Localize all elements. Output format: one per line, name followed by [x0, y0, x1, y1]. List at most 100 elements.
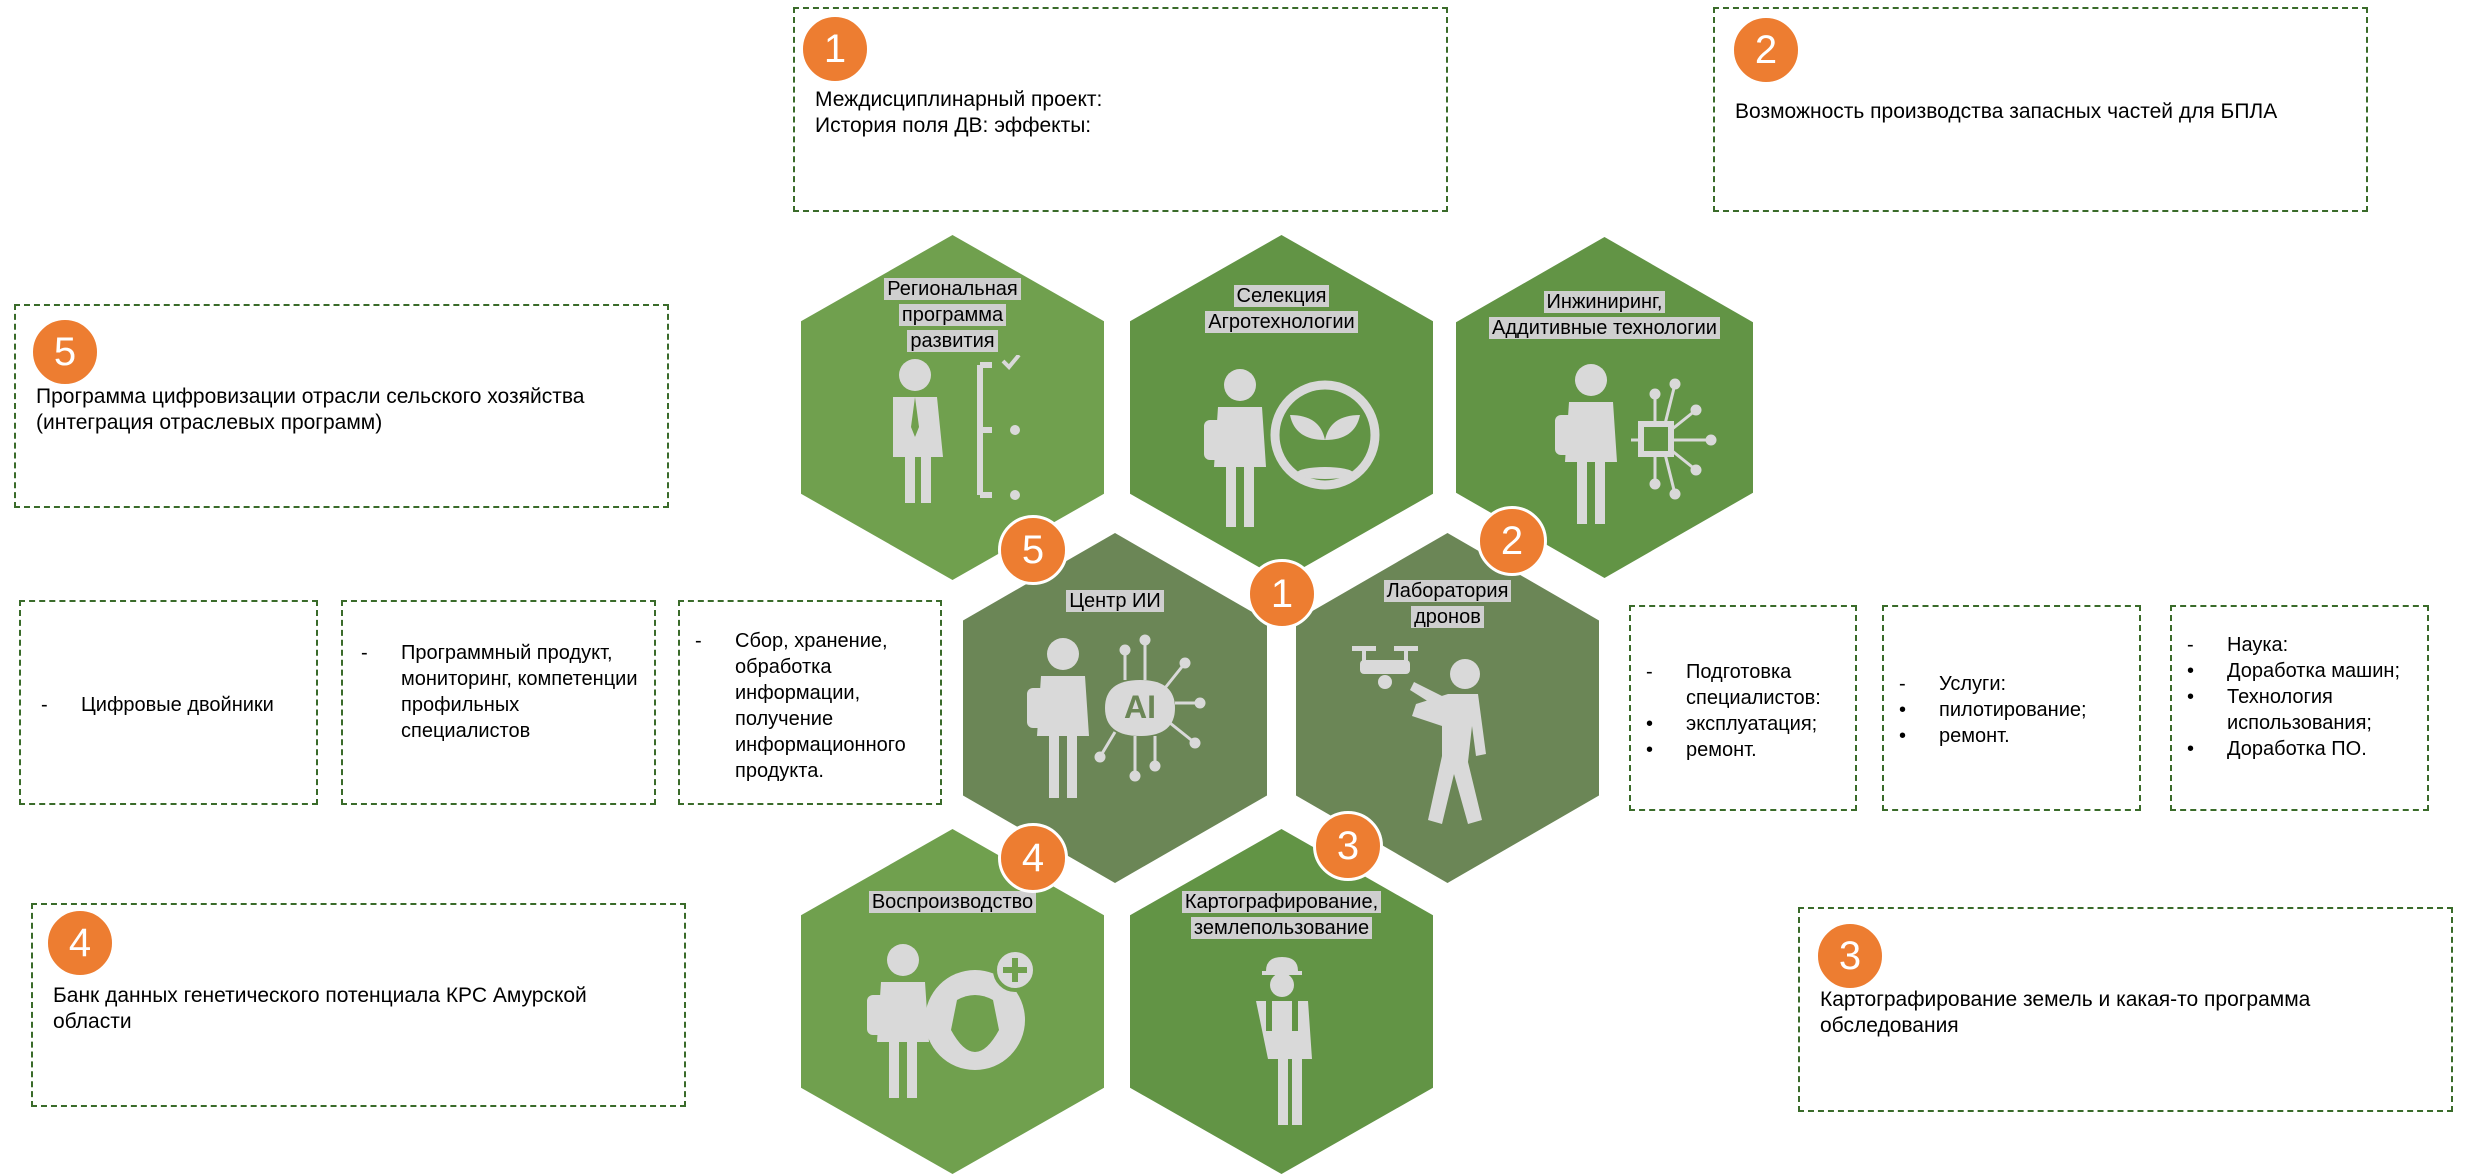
list-text: Технология использования; — [2227, 686, 2372, 734]
hex-badge-2: 2 — [1477, 506, 1547, 576]
project-line-1: Междисциплинарный проект: — [815, 88, 1103, 111]
worker-icon — [1256, 957, 1312, 1125]
digitalization-line-1: Программа цифровизации отрасли сельского… — [36, 385, 585, 408]
digitalization-box: Программа цифровизации отрасли сельского… — [14, 304, 669, 508]
list-marker: • — [1646, 739, 1654, 761]
digitalization-text: Программа цифровизации отрасли сельского… — [36, 384, 584, 436]
hex-badge-3: 3 — [1313, 811, 1383, 881]
list-marker: - — [695, 630, 702, 652]
list-marker: - — [361, 642, 368, 664]
project-line-2: История поля ДВ: эффекты: — [815, 114, 1092, 137]
badge-1-top: 1 — [800, 14, 870, 84]
spare-parts-box: Возможность производства запасных частей… — [1713, 7, 2368, 212]
left-list-3: - Сбор, хранение, обработка информации, п… — [695, 628, 935, 784]
right-list-box-3: -Наука: •Доработка машин; •Технология ис… — [2170, 605, 2429, 811]
list-text: Доработка машин; — [2227, 660, 2400, 682]
list-text: Услуги: — [1939, 673, 2007, 695]
hex-selection-line-1: Селекция — [1233, 285, 1330, 307]
hex-reproduction-label: Воспроизводство — [801, 889, 1104, 915]
spare-parts-text: Возможность производства запасных частей… — [1735, 100, 2278, 123]
list-text: Цифровые двойники — [81, 694, 274, 716]
badge-2-top: 2 — [1731, 15, 1801, 85]
right-list-box-1: - Подготовка специалистов: • эксплуатация;… — [1629, 605, 1857, 811]
svg-text:AI: AI — [1124, 689, 1156, 725]
hex-drone-line-2: дронов — [1411, 606, 1484, 628]
list-marker: • — [1646, 713, 1654, 735]
right-list-2: - Услуги: • пилотирование; • ремонт. — [1899, 671, 2134, 749]
hex-mapping-line-1: Картографирование, — [1181, 891, 1382, 913]
list-text: Сбор, хранение, обработка информации, по… — [735, 630, 906, 782]
list-item: - Программный продукт, мониторинг, компет… — [361, 640, 646, 744]
hex-ai-line-1: Центр ИИ — [1066, 590, 1164, 612]
list-text: ремонт. — [1686, 739, 1757, 761]
list-text: Программный продукт, мониторинг, компете… — [401, 642, 638, 742]
list-item: • пилотирование; — [1899, 697, 2134, 723]
digitalization-line-2: (интеграция отраслевых программ) — [36, 411, 383, 434]
list-item: - Сбор, хранение, обработка информации, п… — [695, 628, 935, 784]
hex-badge-4: 4 — [998, 823, 1068, 893]
hex-regional-line-1: Региональная — [884, 278, 1021, 300]
land-mapping-line-1: Картографирование земель и какая-то прог… — [1820, 988, 2311, 1011]
person-plant-icon — [1204, 369, 1380, 527]
land-mapping-line-2: обследования — [1820, 1014, 1959, 1037]
list-item: • ремонт. — [1646, 737, 1851, 763]
hex-regional-line-2: программа — [898, 304, 1007, 326]
land-mapping-box: Картографирование земель и какая-то прог… — [1798, 907, 2453, 1112]
right-list-box-2: - Услуги: • пилотирование; • ремонт. — [1882, 605, 2141, 811]
list-text: эксплуатация; — [1686, 713, 1818, 735]
project-box: Междисциплинарный проект: История поля Д… — [793, 7, 1448, 212]
list-marker: - — [1646, 661, 1653, 683]
left-list-2: - Программный продукт, мониторинг, компет… — [361, 640, 646, 744]
person-drone-icon — [1352, 646, 1486, 824]
list-item: • ремонт. — [1899, 723, 2134, 749]
hex-mapping-line-2: землепользование — [1190, 917, 1373, 939]
land-mapping-text: Картографирование земель и какая-то прог… — [1820, 987, 2310, 1039]
list-text: Подготовка специалистов: — [1686, 661, 1821, 709]
genetics-line-1: Банк данных генетического потенциала КРС… — [53, 984, 587, 1007]
person-globe-cow-icon — [867, 944, 1037, 1098]
list-text: пилотирование; — [1939, 699, 2087, 721]
hex-badge-5: 5 — [998, 515, 1068, 585]
left-list-box-2: - Программный продукт, мониторинг, компет… — [341, 600, 656, 805]
list-item: • Доработка ПО. — [2187, 736, 2422, 762]
hex-engineering-line-2: Аддитивные технологии — [1489, 317, 1720, 339]
left-list-box-3: - Сбор, хранение, обработка информации, п… — [678, 600, 942, 805]
list-marker: - — [41, 694, 48, 716]
list-marker: • — [2187, 686, 2195, 708]
list-item: • эксплуатация; — [1646, 711, 1851, 737]
hex-badge-1: 1 — [1247, 559, 1317, 629]
left-list-1: - Цифровые двойники — [41, 692, 274, 718]
hex-reproduction-line-1: Воспроизводство — [868, 891, 1037, 913]
left-list-box-1: - Цифровые двойники — [19, 600, 318, 805]
list-item: •Доработка машин; — [2187, 658, 2422, 684]
list-text: Наука: — [2227, 634, 2289, 656]
list-marker: • — [1899, 699, 1907, 721]
hex-regional-label: Региональная программа развития — [801, 276, 1104, 354]
list-item: - Подготовка специалистов: — [1646, 659, 1851, 711]
badge-4-left: 4 — [45, 908, 115, 978]
person-ai-icon: AI — [1027, 634, 1206, 798]
hex-engineering-line-1: Инжиниринг, — [1543, 291, 1666, 313]
list-item: - Цифровые двойники — [41, 692, 274, 718]
hex-regional-line-3: развития — [907, 330, 998, 352]
badge-5-left: 5 — [30, 317, 100, 387]
genetics-bank-box: Банк данных генетического потенциала КРС… — [31, 903, 686, 1107]
list-text: Доработка ПО. — [2227, 738, 2367, 760]
genetics-bank-text: Банк данных генетического потенциала КРС… — [53, 983, 587, 1035]
hex-drone-label: Лаборатория дронов — [1296, 578, 1599, 630]
right-list-3: -Наука: •Доработка машин; •Технология ис… — [2187, 632, 2422, 762]
list-marker: - — [2187, 634, 2194, 656]
list-marker: - — [1899, 673, 1906, 695]
list-item: • Технология использования; — [2187, 684, 2422, 736]
list-marker: • — [1899, 725, 1907, 747]
list-item: - Услуги: — [1899, 671, 2134, 697]
hex-selection-label: Селекция Агротехнологии — [1130, 283, 1433, 335]
hex-mapping-label: Картографирование, землепользование — [1130, 889, 1433, 941]
hex-engineering-label: Инжиниринг, Аддитивные технологии — [1456, 289, 1753, 341]
person-chip-icon — [1555, 364, 1717, 524]
hex-selection-line-2: Агротехнологии — [1205, 311, 1358, 333]
right-list-1: - Подготовка специалистов: • эксплуатация;… — [1646, 659, 1851, 763]
list-text: ремонт. — [1939, 725, 2010, 747]
list-item: - Наука: — [2187, 632, 2422, 658]
list-marker: • — [2187, 738, 2195, 760]
